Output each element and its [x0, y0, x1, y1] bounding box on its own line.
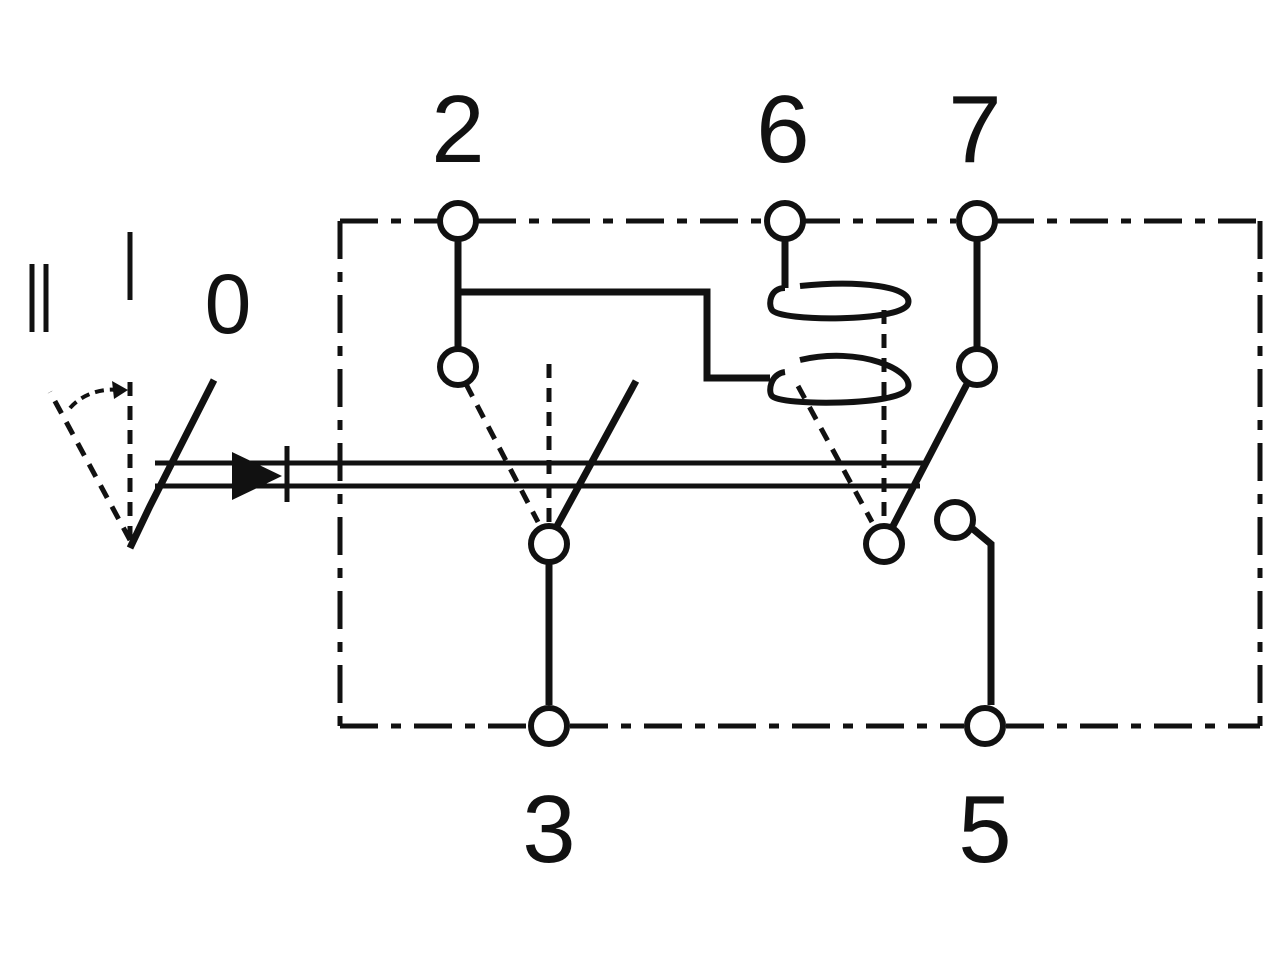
terminal-3-circle [528, 705, 570, 747]
terminal-label-7: 7 [948, 76, 1001, 183]
position-marks [29, 232, 133, 332]
terminal-label-3: 3 [522, 776, 575, 883]
terminal-2-circle [437, 200, 479, 242]
terminal-7-circle [956, 200, 998, 242]
contact-pivot-right-circle [863, 523, 905, 565]
contact-2-lower-circle [437, 346, 479, 388]
link-arrowhead [232, 452, 282, 500]
wiring [454, 240, 995, 705]
actuator-lever [126, 378, 218, 550]
terminal-label-2: 2 [431, 76, 484, 183]
terminal-label-5: 5 [958, 776, 1011, 883]
terminal-circles [437, 200, 1006, 747]
housing-outline [337, 218, 1263, 729]
terminal-5-circle [964, 705, 1006, 747]
terminal-label-6: 6 [756, 76, 809, 183]
alt-contact-paths [47, 310, 887, 542]
position-label-off: 0 [205, 257, 252, 351]
coil-element [767, 280, 912, 406]
mechanical-link [155, 446, 924, 502]
contact-7-lower-circle [956, 346, 998, 388]
contact-3-pivot-circle [528, 523, 570, 565]
rotation-arrow [68, 387, 119, 410]
contact-5-upper-circle [934, 499, 976, 541]
moving-contacts [553, 379, 971, 528]
rotation-arrowhead [112, 381, 128, 399]
terminal-6-circle [764, 200, 806, 242]
